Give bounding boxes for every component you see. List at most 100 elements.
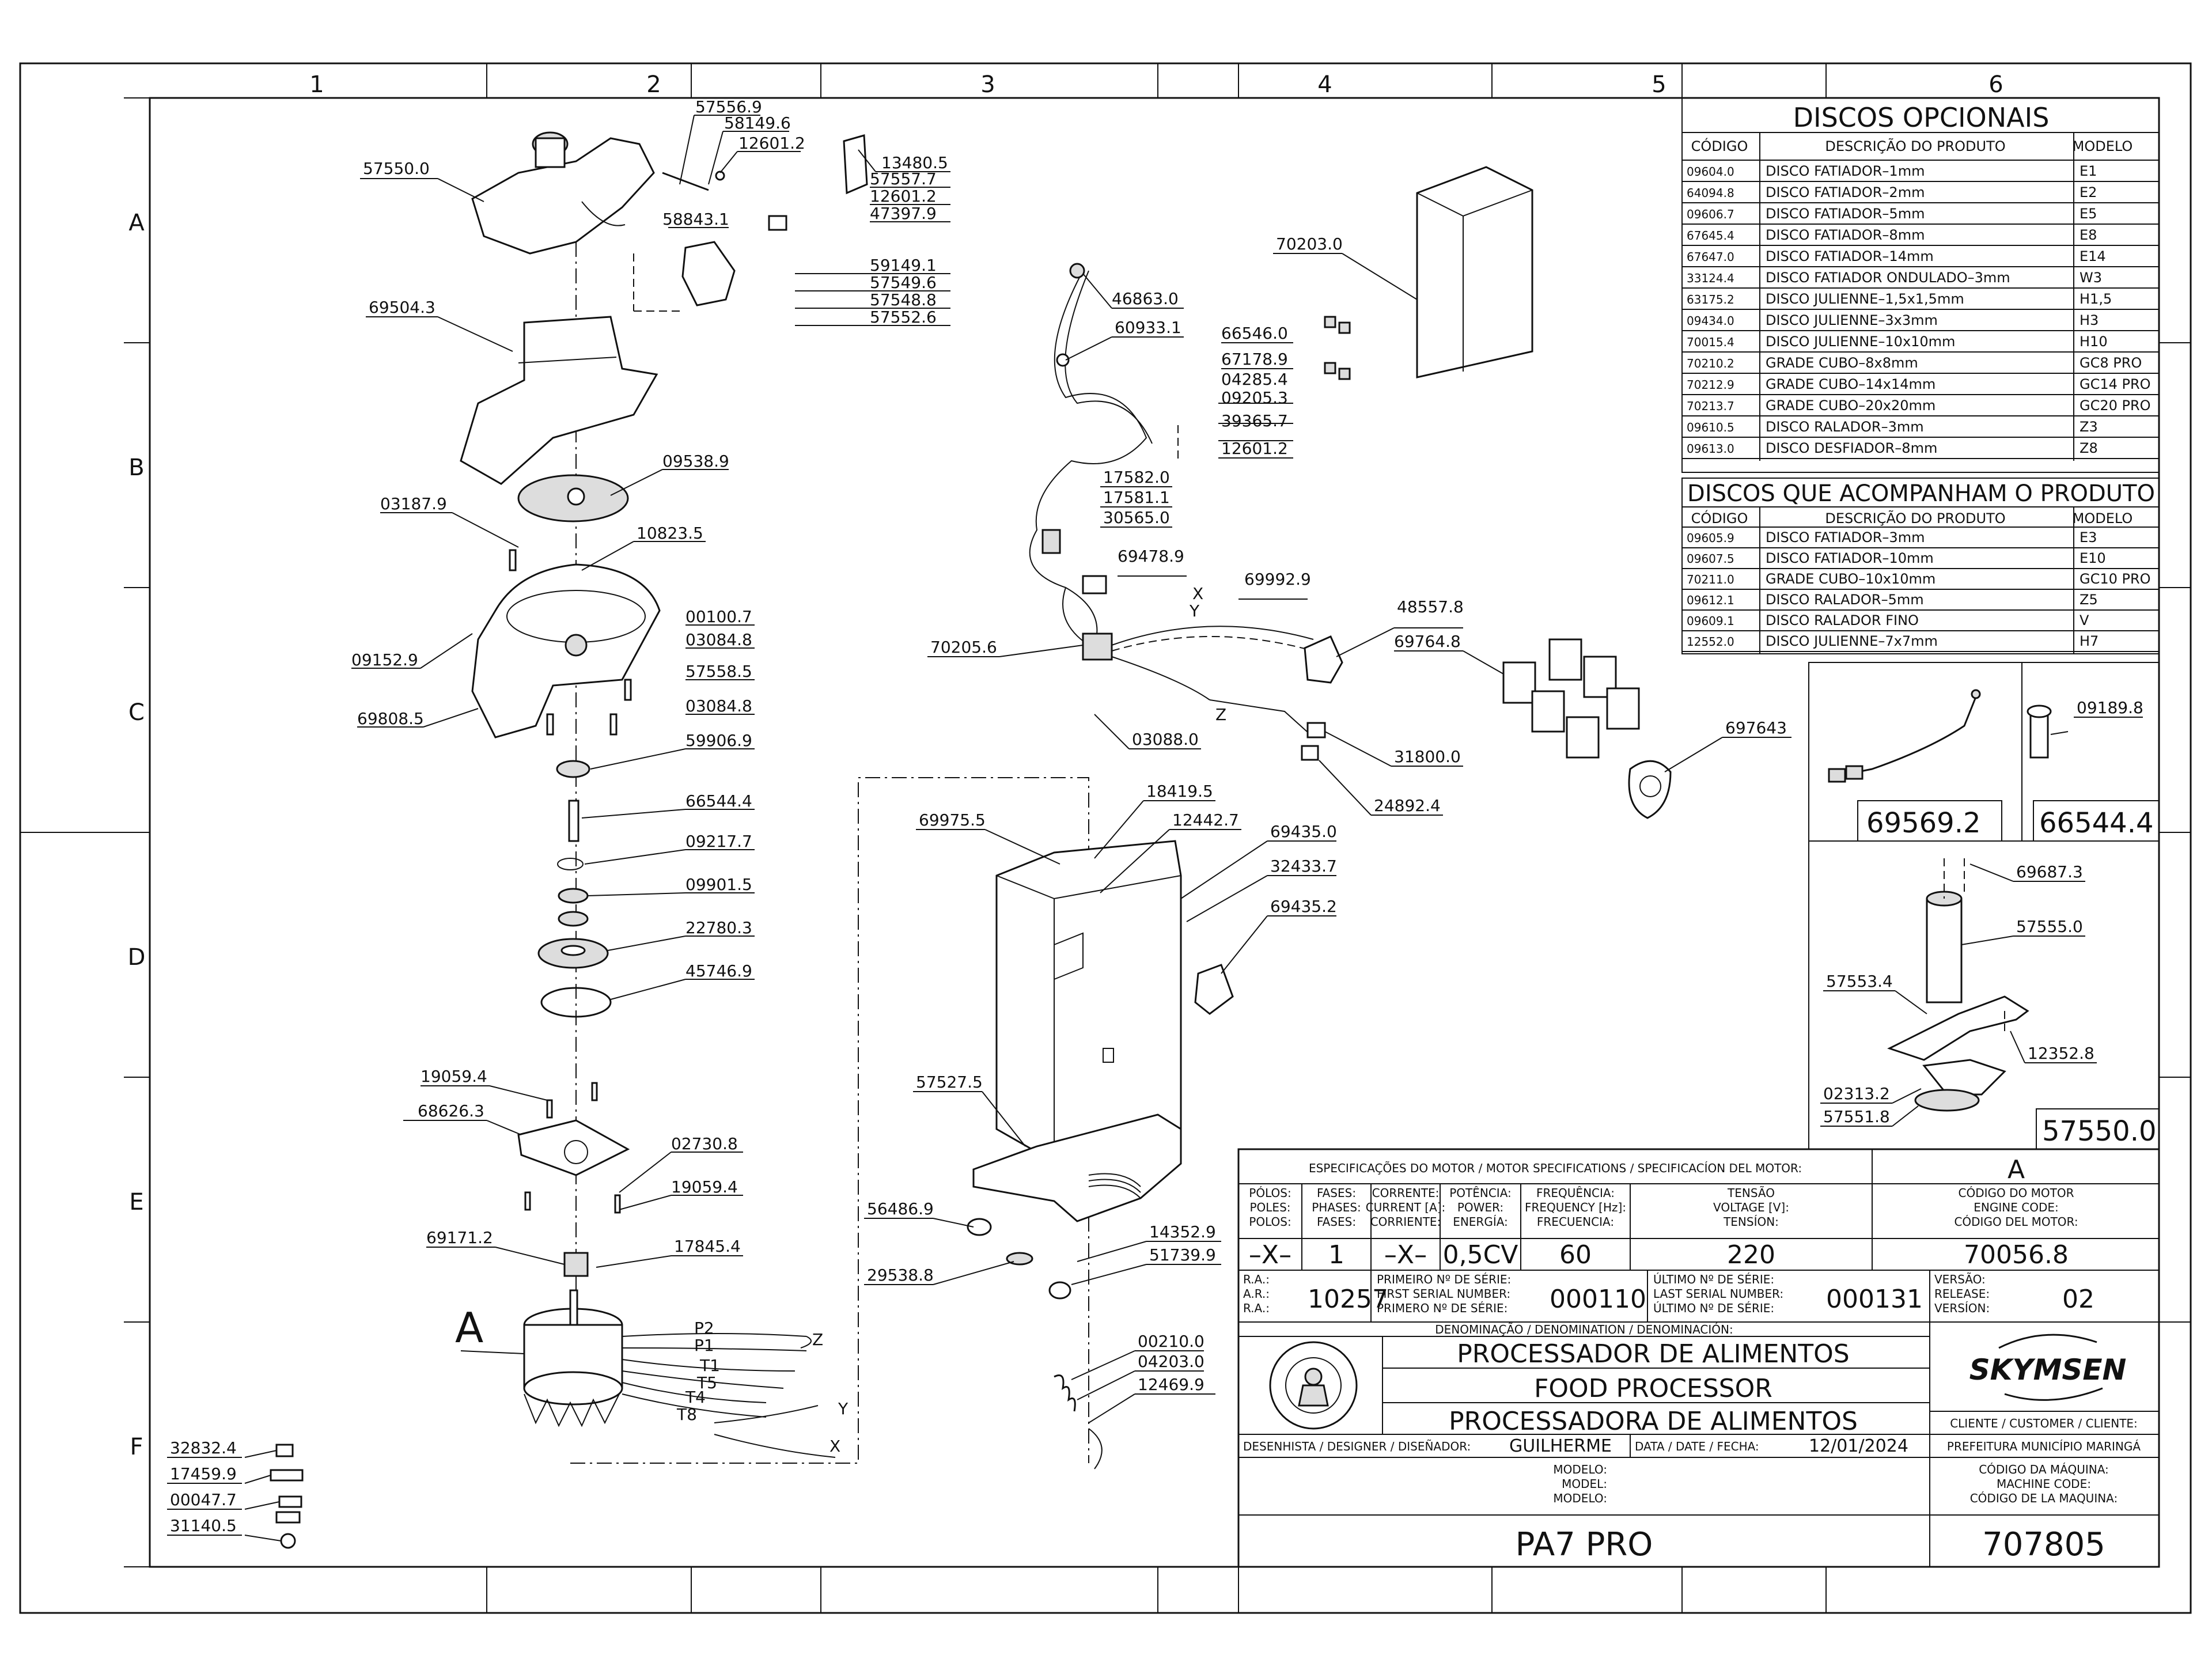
label-24892-4: 24892.4 xyxy=(1374,796,1441,815)
label-32433-7: 32433.7 xyxy=(1270,857,1337,876)
label-57556-9: 57556.9 xyxy=(695,97,762,116)
spec-header: ESPECIFICAÇÕES DO MOTOR / MOTOR SPECIFIC… xyxy=(1309,1161,1802,1175)
grid-col-1: 1 xyxy=(309,71,324,98)
label-69808-5: 69808.5 xyxy=(357,709,424,728)
label-57550-0: 57550.0 xyxy=(363,159,430,178)
label-66546-0: 66546.0 xyxy=(1221,324,1288,343)
disc-description: DISCO FATIADOR–2mm xyxy=(1766,184,1925,200)
label-69171-2: 69171.2 xyxy=(426,1228,493,1247)
spec-heading: FASES: xyxy=(1317,1215,1356,1229)
label-03187-9: 03187.9 xyxy=(380,494,447,513)
disc-description: DISCO FATIADOR ONDULADO–3mm xyxy=(1766,270,2010,286)
label-09538-9: 09538.9 xyxy=(662,452,729,471)
label-04203-0: 04203.0 xyxy=(1138,1352,1205,1371)
spec-value: 0,5CV xyxy=(1443,1240,1518,1270)
ra-label-2: A.R.: xyxy=(1243,1287,1270,1301)
grid-col-4: 4 xyxy=(1317,71,1332,98)
disc-model: W3 xyxy=(2080,270,2102,286)
disc-description: DISCO FATIADOR–1mm xyxy=(1766,163,1925,179)
denomination-label: DENOMINAÇÃO / DENOMINATION / DENOMINACIÓ… xyxy=(1435,1323,1733,1336)
spec-value: 60 xyxy=(1559,1240,1592,1270)
wire-p2: P2 xyxy=(694,1319,714,1338)
last-serial-label-1: ÚLTIMO Nº DE SÉRIE: xyxy=(1653,1272,1774,1286)
label-69478-9: 69478.9 xyxy=(1118,547,1184,566)
disc-code: 09613.0 xyxy=(1687,442,1734,456)
spec-heading: CÓDIGO DEL MOTOR: xyxy=(1954,1215,2078,1229)
disc-code: 70210.2 xyxy=(1687,357,1734,370)
label-17582-0: 17582.0 xyxy=(1103,468,1170,487)
chute-part xyxy=(460,316,658,485)
terminal-set xyxy=(1502,638,1640,759)
disc-description: DISCO FATIADOR–14mm xyxy=(1766,248,1934,264)
disc-description: DISCO JULIENNE–10x10mm xyxy=(1766,334,1955,350)
spec-heading: FREQUÊNCIA: xyxy=(1536,1186,1615,1200)
spec-heading: FASES: xyxy=(1317,1186,1356,1200)
version-label-1: VERSÃO: xyxy=(1934,1272,1986,1286)
label-12601-2c: 12601.2 xyxy=(1221,439,1288,458)
spec-heading: CURRENT [A]: xyxy=(1366,1200,1446,1214)
detail-label-69687-3: 69687.3 xyxy=(2016,862,2083,881)
spec-heading: FREQUENCY [Hz]: xyxy=(1525,1200,1626,1214)
client-value: PREFEITURA MUNICÍPIO MARINGÁ xyxy=(1947,1440,2141,1453)
disc-model: E8 xyxy=(2080,227,2097,243)
disc-description: DISCO JULIENNE–3x3mm xyxy=(1766,312,1938,328)
label-60933-1: 60933.1 xyxy=(1115,318,1181,337)
opt-header-code: CÓDIGO xyxy=(1691,137,1748,154)
disc-description: DISCO FATIADOR–10mm xyxy=(1766,550,1934,566)
label-00100-7: 00100.7 xyxy=(685,607,752,626)
disc-code: 09604.0 xyxy=(1687,165,1734,179)
model-label-3: MODELO: xyxy=(1553,1491,1607,1505)
label-69764-8: 69764.8 xyxy=(1394,632,1461,651)
label-69504-3: 69504.3 xyxy=(369,298,435,317)
main-assembly xyxy=(460,131,1089,1464)
disc-model: Z3 xyxy=(2080,419,2098,435)
disc-description: GRADE CUBO–20x20mm xyxy=(1766,397,1936,414)
spec-heading: CORRIENTE: xyxy=(1370,1215,1441,1229)
legend-00047-7: 00047.7 xyxy=(170,1490,237,1509)
label-09901-5: 09901.5 xyxy=(685,875,752,894)
authorized-service-seal xyxy=(1269,1341,1358,1430)
disc-description: DISCO RALADOR–3mm xyxy=(1766,419,1924,435)
disc-description: DISCO RALADOR–5mm xyxy=(1766,592,1924,608)
disc-model: GC10 PRO xyxy=(2080,571,2151,587)
disc-code: 12552.0 xyxy=(1687,635,1734,649)
disc-model: E2 xyxy=(2080,184,2097,200)
grid-row-C: C xyxy=(128,699,145,726)
disc-model: GC14 PRO xyxy=(2080,376,2151,392)
legend-17459-9: 17459.9 xyxy=(170,1464,237,1483)
spec-heading: PHASES: xyxy=(1312,1200,1361,1214)
detail-label-57551-8: 57551.8 xyxy=(1823,1107,1890,1126)
spec-heading: FRECUENCIA: xyxy=(1537,1215,1614,1229)
label-57527-5: 57527.5 xyxy=(916,1073,983,1092)
name-es: PROCESSADORA DE ALIMENTOS xyxy=(1449,1407,1858,1436)
base-part xyxy=(972,1113,1182,1222)
model-value: PA7 PRO xyxy=(1516,1526,1653,1563)
disc-code: 67645.4 xyxy=(1687,229,1734,243)
label-17845-4: 17845.4 xyxy=(674,1237,741,1256)
motor-part xyxy=(523,1289,623,1427)
spec-heading: ENGINE CODE: xyxy=(1974,1200,2058,1214)
title-block: ESPECIFICAÇÕES DO MOTOR / MOTOR SPECIFIC… xyxy=(1237,1148,2160,1568)
grid-col-6: 6 xyxy=(1988,71,2003,98)
middle-callout-leaders xyxy=(927,253,1791,816)
disc-model: H3 xyxy=(2080,312,2099,328)
electrical-assembly xyxy=(1029,166,1672,819)
spec-variant: A xyxy=(2008,1155,2025,1184)
disc-model: Z8 xyxy=(2080,440,2098,456)
disc-description: DISCO RALADOR FINO xyxy=(1766,612,1919,628)
label-17581-1: 17581.1 xyxy=(1103,488,1170,507)
disc-model: E10 xyxy=(2080,550,2106,566)
included-discs-table: DISCOS QUE ACOMPANHAM O PRODUTO CÓDIGO D… xyxy=(1681,478,2160,654)
optional-discs-table: DISCOS OPCIONAIS CÓDIGO DESCRIÇÃO DO PRO… xyxy=(1681,97,2160,473)
accessory-legend: 32832.4 17459.9 00047.7 31140.5 xyxy=(167,1438,304,1549)
label-69992-9: 69992.9 xyxy=(1244,570,1311,589)
label-12601-2a: 12601.2 xyxy=(738,134,805,153)
